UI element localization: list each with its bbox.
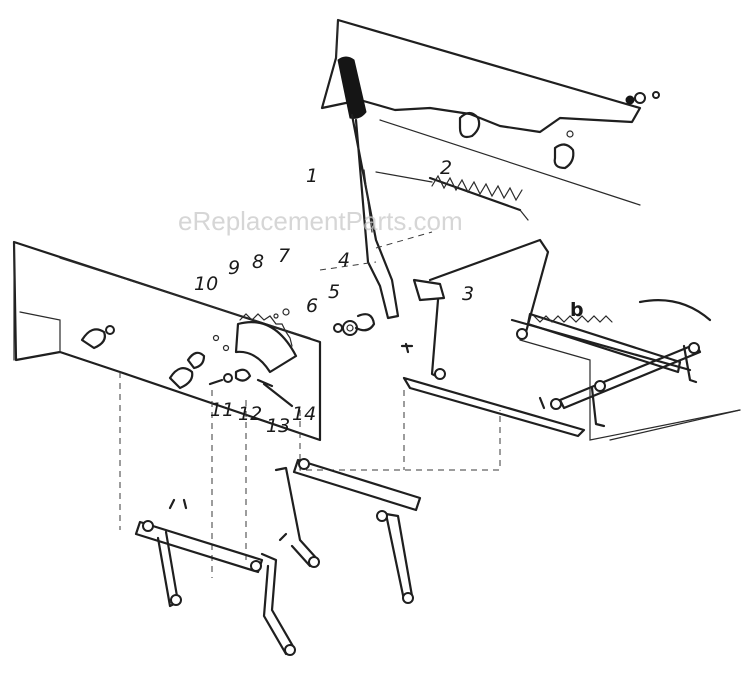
callout-6: 6	[306, 295, 318, 317]
watermark: eReplacementParts.com	[178, 206, 463, 236]
dashed-guides	[119, 231, 501, 578]
linkage-assembly	[402, 238, 741, 441]
callout-7: 7	[278, 245, 290, 267]
upper-panel	[320, 18, 660, 206]
callout-2: 2	[440, 157, 452, 179]
lower-linkage	[134, 458, 422, 656]
spring-2	[375, 171, 529, 221]
callout-5: 5	[328, 281, 340, 303]
callout-3: 3	[462, 283, 474, 305]
callout-1: 1	[306, 165, 318, 187]
callout-13: 13	[266, 415, 290, 437]
callout-labels: 1 2 3 4 5 6 7 8 9 10 11 12 13 14 b	[194, 157, 584, 437]
callout-10: 10	[194, 273, 218, 295]
callout-b: b	[570, 299, 584, 321]
callout-9: 9	[228, 257, 240, 279]
callout-4: 4	[338, 249, 350, 271]
small-parts-group	[273, 278, 446, 354]
left-panel	[12, 240, 322, 442]
callout-11: 11	[210, 399, 234, 421]
lever-1	[337, 56, 400, 320]
callout-12: 12	[238, 403, 262, 425]
callout-8: 8	[252, 251, 264, 273]
callout-14: 14	[292, 403, 316, 425]
fasteners-11-14	[208, 334, 294, 408]
